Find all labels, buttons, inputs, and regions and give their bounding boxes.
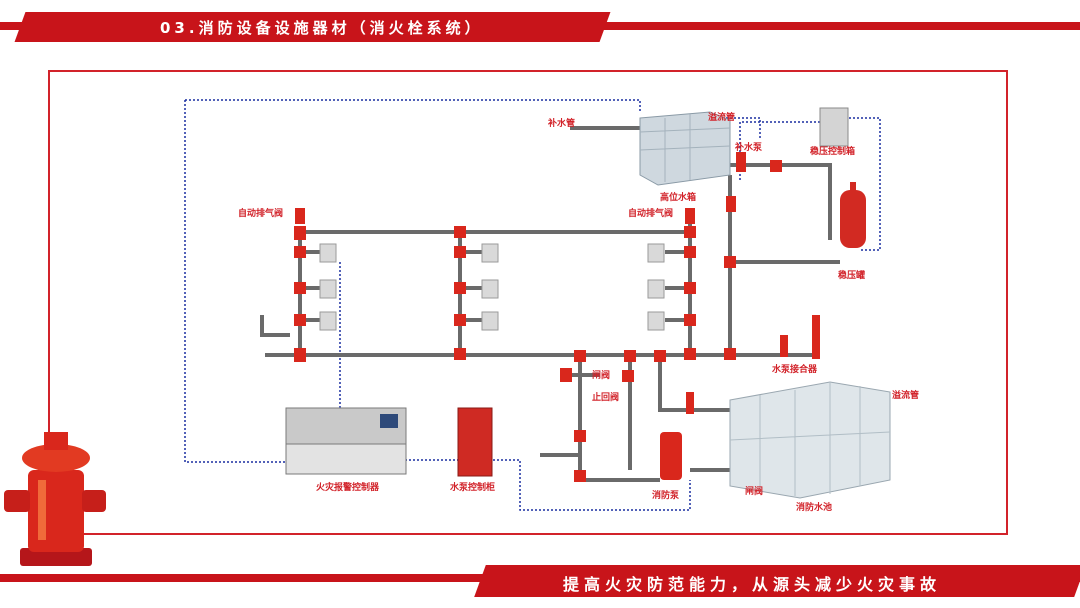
fire-water-pool	[729, 381, 891, 499]
label-alarm-controller: 火灾报警控制器	[316, 481, 380, 493]
footer-slogan: 提高火灾防范能力，从源头减少火灾事故	[563, 575, 942, 594]
pipe-network	[260, 126, 840, 482]
high-water-tank	[639, 111, 731, 186]
label-check-valve: 止回阀	[592, 391, 619, 403]
label-overflow-right: 溢流管	[892, 389, 919, 401]
label-pump-cabinet: 水泵控制柜	[450, 481, 495, 493]
label-high-tank: 高位水箱	[660, 191, 696, 203]
label-pressure-tank: 稳压罐	[838, 269, 865, 281]
pressure-control-box	[819, 107, 849, 147]
label-air-valve-right: 自动排气阀	[628, 207, 673, 219]
hydrant-cabinets	[319, 243, 665, 331]
label-gate-valve-2: 闸阀	[745, 485, 763, 497]
fire-hydrant-icon	[4, 432, 106, 566]
label-fire-pump: 消防泵	[652, 489, 680, 501]
page-title: 03.消防设备设施器材（消火栓系统）	[160, 19, 484, 37]
label-overflow-top: 溢流管	[708, 111, 735, 123]
fire-alarm-controller-unit	[285, 407, 407, 475]
pressure-tank	[840, 182, 866, 248]
label-air-valve-left: 自动排气阀	[238, 207, 283, 219]
pump-control-cabinet	[457, 407, 493, 477]
label-pump-adapter: 水泵接合器	[772, 363, 818, 375]
label-makeup-pump: 补水泵	[734, 141, 763, 153]
label-fire-pool: 消防水池	[796, 501, 832, 513]
diagram-frame	[48, 70, 1008, 535]
label-gate-valve: 闸阀	[592, 369, 610, 381]
label-pressure-box: 稳压控制箱	[810, 145, 855, 157]
label-makeup-pipe: 补水管	[547, 117, 575, 129]
